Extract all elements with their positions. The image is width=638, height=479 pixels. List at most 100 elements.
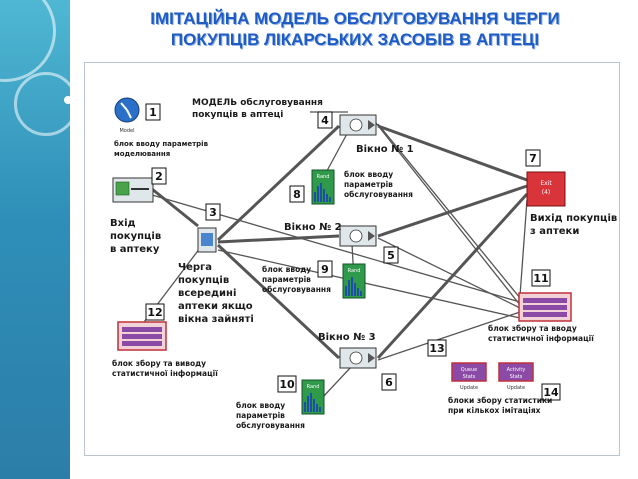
number-box-8: 8 bbox=[289, 185, 305, 203]
queue-update-label: Update bbox=[460, 385, 478, 391]
svg-text:з аптеки: з аптеки bbox=[530, 226, 579, 237]
link-5-7 bbox=[377, 184, 528, 238]
block-10-rand: Rand bbox=[301, 379, 325, 415]
sidebar-decoration bbox=[0, 0, 70, 479]
svg-text:блок вводу параметрів: блок вводу параметрів bbox=[114, 140, 209, 148]
queue-stats-line2: Stats bbox=[463, 374, 476, 380]
block-5-activity bbox=[339, 225, 377, 247]
number-box-4: 4 bbox=[317, 111, 333, 129]
label-block-7: Вихід покупців з аптеки bbox=[530, 213, 617, 237]
svg-text:Вхід: Вхід bbox=[110, 218, 136, 229]
activity-stats-line1: Activity bbox=[507, 367, 526, 373]
svg-text:1: 1 bbox=[149, 106, 157, 119]
svg-text:Черга: Черга bbox=[178, 262, 212, 273]
block-3-queue bbox=[197, 227, 217, 253]
svg-text:Вихід покупців: Вихід покупців bbox=[530, 213, 617, 224]
svg-text:блок вводу: блок вводу bbox=[236, 401, 285, 410]
svg-text:8: 8 bbox=[293, 188, 301, 201]
label-block-12: блок збору та виводу статистичної інформ… bbox=[112, 359, 218, 378]
exit-count: (4) bbox=[542, 189, 551, 196]
label-block-9: блок вводу параметрів обслуговування bbox=[262, 265, 331, 294]
rand-label-9: Rand bbox=[348, 268, 361, 274]
svg-text:обслуговування: обслуговування bbox=[262, 285, 331, 294]
svg-text:10: 10 bbox=[279, 378, 295, 391]
number-box-13: 13 bbox=[427, 339, 447, 357]
svg-text:покупців: покупців bbox=[178, 275, 229, 286]
number-box-2: 2 bbox=[151, 167, 167, 185]
svg-text:вікна зайняті: вікна зайняті bbox=[178, 314, 254, 325]
svg-text:обслуговування: обслуговування bbox=[344, 190, 413, 199]
activity-update-label: Update bbox=[507, 385, 525, 391]
clock-label: Model bbox=[119, 128, 134, 134]
svg-text:7: 7 bbox=[529, 152, 537, 165]
label-block-2: Вхід покупців в аптеку bbox=[110, 218, 161, 255]
link-4-7 bbox=[377, 124, 528, 182]
svg-text:покупців в аптеці: покупців в аптеці bbox=[192, 109, 283, 120]
block-14-stats-buttons: Queue Stats Update Activity Stats Update bbox=[451, 362, 534, 391]
link-2-3 bbox=[151, 187, 199, 228]
svg-text:блок збору та вводу: блок збору та вводу bbox=[488, 324, 577, 333]
block-1-clock: Model bbox=[114, 97, 140, 134]
svg-text:параметрів: параметрів bbox=[344, 180, 393, 189]
svg-text:параметрів: параметрів bbox=[236, 411, 285, 420]
svg-text:блок вводу: блок вводу bbox=[344, 170, 393, 179]
clock-hand bbox=[120, 102, 132, 119]
svg-text:статистичної інформації: статистичної інформації bbox=[112, 369, 218, 378]
label-block-14: блоки збору статистики при кількох іміта… bbox=[448, 396, 552, 415]
block-9-rand: Rand bbox=[342, 263, 366, 299]
label-block-6: Вікно № 3 bbox=[318, 332, 376, 343]
number-box-3: 3 bbox=[205, 203, 221, 221]
number-boxes: 1 2 3 4 5 6 7 8 9 10 11 12 13 14 bbox=[145, 103, 561, 401]
number-box-12: 12 bbox=[145, 303, 165, 321]
connections bbox=[137, 111, 529, 399]
label-block-8: блок вводу параметрів обслуговування bbox=[344, 170, 413, 199]
number-box-10: 10 bbox=[277, 375, 297, 393]
link-3-11 bbox=[217, 249, 521, 319]
link-4-11b bbox=[371, 117, 521, 306]
number-box-7: 7 bbox=[525, 149, 541, 167]
number-box-11: 11 bbox=[531, 269, 551, 287]
svg-text:обслуговування: обслуговування bbox=[236, 421, 305, 430]
block-11-stats bbox=[518, 292, 572, 322]
link-7-11 bbox=[519, 199, 528, 297]
model-label: МОДЕЛЬ обслуговування покупців в аптеці bbox=[192, 97, 323, 120]
svg-text:статистичної інформації: статистичної інформації bbox=[488, 334, 594, 343]
svg-text:5: 5 bbox=[387, 249, 395, 262]
svg-text:блок збору та виводу: блок збору та виводу bbox=[112, 359, 206, 368]
label-block-5: Вікно № 2 bbox=[284, 222, 342, 233]
slide-title: ІМІТАЦІЙНА МОДЕЛЬ ОБСЛУГОВУВАННЯ ЧЕРГИ П… bbox=[76, 8, 634, 50]
link-10-6 bbox=[321, 365, 353, 399]
svg-text:в аптеку: в аптеку bbox=[110, 244, 160, 255]
block-6-activity bbox=[339, 347, 377, 369]
link-6-7 bbox=[376, 192, 529, 360]
svg-text:12: 12 bbox=[147, 306, 162, 319]
link-5-11 bbox=[377, 237, 521, 309]
decor-dot bbox=[64, 96, 70, 104]
activity-stats-line2: Stats bbox=[510, 374, 523, 380]
link-6-11 bbox=[377, 311, 521, 361]
link-3-4 bbox=[216, 124, 341, 242]
svg-text:6: 6 bbox=[385, 376, 393, 389]
label-block-10: блок вводу параметрів обслуговування bbox=[236, 401, 305, 430]
block-7-exit: Exit (4) bbox=[526, 171, 566, 207]
svg-text:14: 14 bbox=[543, 386, 559, 399]
svg-text:4: 4 bbox=[321, 114, 329, 127]
svg-text:параметрів: параметрів bbox=[262, 275, 311, 284]
svg-text:МОДЕЛЬ обслуговування: МОДЕЛЬ обслуговування bbox=[192, 97, 323, 108]
number-box-14: 14 bbox=[541, 383, 561, 401]
exit-label: Exit bbox=[540, 180, 552, 187]
link-3-6 bbox=[216, 243, 341, 360]
link-4-11a bbox=[377, 123, 521, 299]
title-line-1: ІМІТАЦІЙНА МОДЕЛЬ ОБСЛУГОВУВАННЯ ЧЕРГИ bbox=[150, 9, 560, 28]
svg-text:13: 13 bbox=[429, 342, 444, 355]
svg-text:моделювання: моделювання bbox=[114, 150, 170, 158]
block-8-rand: Rand bbox=[311, 169, 335, 205]
link-3-5 bbox=[217, 234, 340, 244]
svg-text:блок вводу: блок вводу bbox=[262, 265, 311, 274]
label-block-1: блок вводу параметрів моделювання bbox=[114, 140, 209, 158]
label-block-4: Вікно № 1 bbox=[356, 144, 414, 155]
title-line-2: ПОКУПЦІВ ЛІКАРСЬКИХ ЗАСОБІВ В АПТЕЦІ bbox=[170, 30, 540, 49]
block-4-activity bbox=[339, 114, 377, 136]
